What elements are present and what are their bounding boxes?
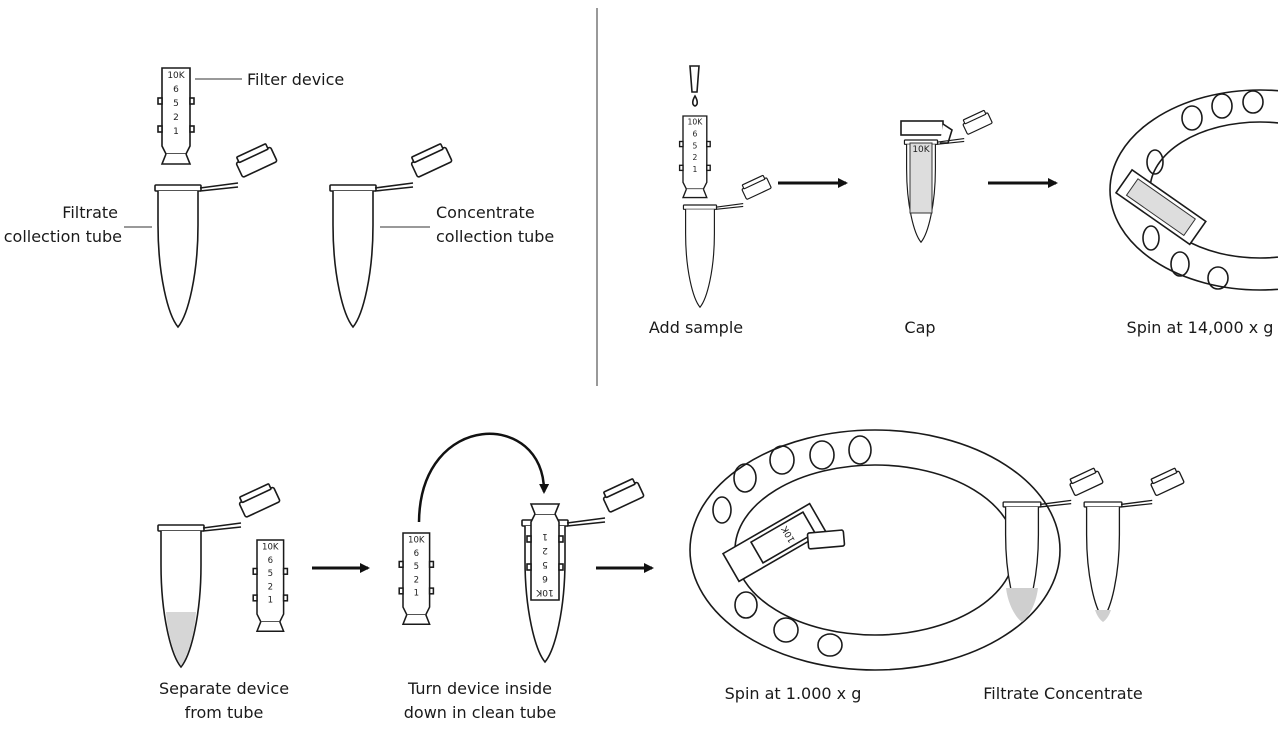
capped-tube: 10K [900,108,994,243]
turn-device [398,532,435,625]
filter-device-illustration [157,67,195,165]
spin-14000-label: Spin at 14,000 x g [1127,318,1274,337]
clean-tube-with-inverted-device [521,476,646,663]
pipette-icon [689,65,700,107]
add-sample-label: Add sample [649,318,743,337]
filtrate-tube-label-line1: Filtrate [62,203,118,222]
rotor-1000: 10K [689,429,1061,671]
separated-device [252,539,289,632]
filter-device-label: Filter device [247,70,344,89]
turn-label-line2: down in clean tube [404,703,556,722]
separate-label-line1: Separate device [159,679,289,698]
rotor-14000 [1109,89,1278,291]
cap-label: Cap [904,318,935,337]
filtrate-concentrate-label: Filtrate Concentrate [983,684,1142,703]
separate-label-line2: from tube [185,703,264,722]
filtrate-collection-tube [154,141,279,328]
separated-tube [157,481,282,668]
concentrate-tube-label-line1: Concentrate [436,203,535,222]
flip-arrow [417,432,550,523]
filtrate-tube-label-line2: collection tube [4,227,122,246]
spin-1000-label: Spin at 1.000 x g [725,684,862,703]
filtrate-final-tube [1002,466,1105,622]
concentrate-final-tube [1083,466,1186,622]
add-sample-device [678,115,711,199]
concentrate-tube-label-line2: collection tube [436,227,554,246]
capped-device-text: 10K [912,145,930,155]
turn-label-line1: Turn device inside [407,679,552,698]
concentrate-collection-tube [329,141,454,328]
